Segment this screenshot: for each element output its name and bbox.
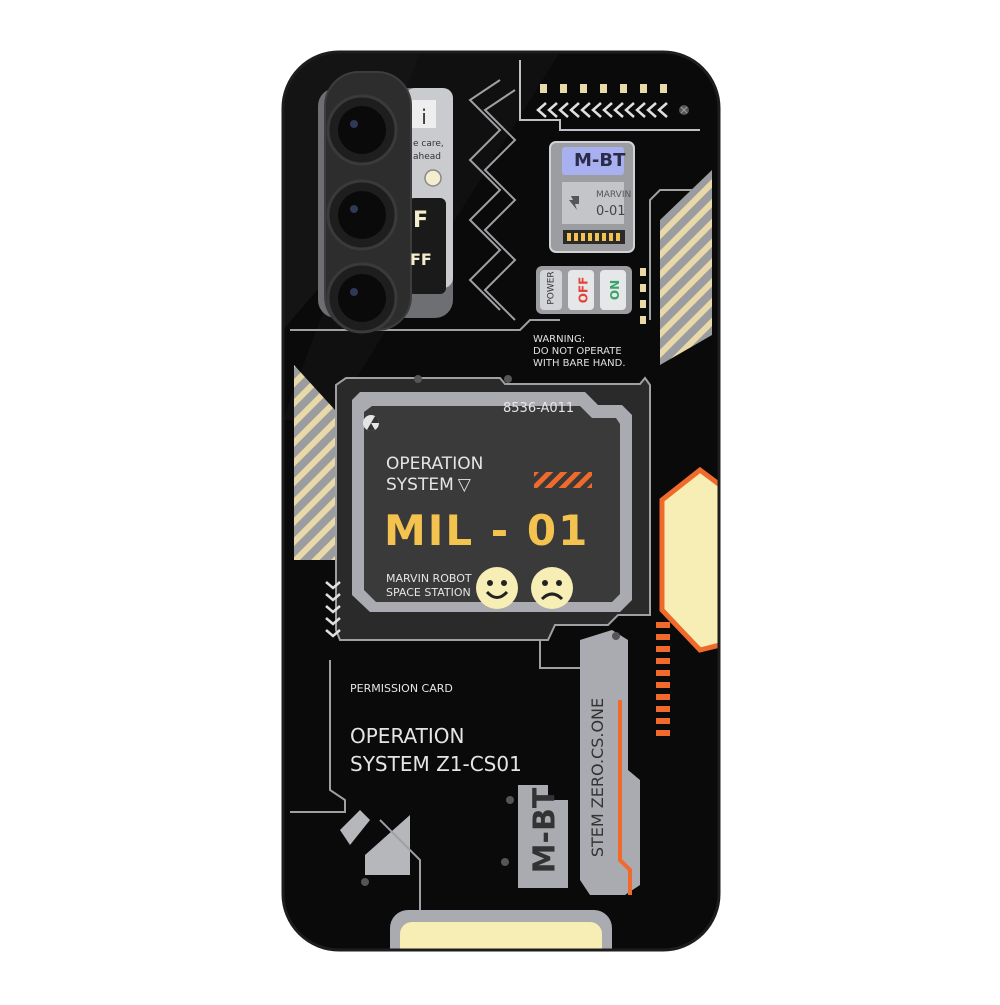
operation-system: OPERATION SYSTEM Z1-CS01	[350, 722, 522, 778]
warning-text: WARNING: DO NOT OPERATE WITH BARE HAND.	[533, 334, 626, 370]
serial-number: 8536-A011	[503, 401, 575, 416]
screw-icon	[414, 375, 422, 383]
on-switch-label: ON	[608, 279, 623, 301]
top-led-row	[540, 84, 667, 93]
panel-os-line-1: OPERATION	[386, 454, 484, 474]
triangle-down-icon: ▽	[457, 475, 471, 495]
operation-line-2: SYSTEM Z1-CS01	[350, 752, 522, 776]
chip-name-1: MARVIN	[596, 190, 632, 200]
panel-os-line-2: SYSTEM▽	[386, 475, 471, 495]
camera-module: i	[318, 71, 453, 334]
camera-lens-icon	[326, 262, 398, 334]
stem-vertical-label: STEM ZERO.CS.ONE	[588, 697, 608, 858]
mbt-chip	[549, 141, 635, 253]
radiation-icon	[363, 415, 379, 431]
warning-line-1: WARNING:	[533, 334, 586, 345]
lightning-icon	[569, 196, 579, 210]
chevron-down-icon	[325, 581, 341, 638]
sticker-digits-2: FF	[410, 250, 432, 269]
camera-lens-icon	[326, 179, 398, 251]
camera-lens-icon	[326, 94, 398, 166]
power-switch-label: POWER	[546, 271, 557, 305]
sticker-digits-1: F	[413, 208, 429, 233]
warning-line-2: DO NOT OPERATE	[533, 346, 622, 357]
model-title: MIL - 01	[384, 506, 590, 555]
stem-vertical-block	[580, 630, 640, 895]
panel-sub-line-2: SPACE STATION	[386, 586, 471, 599]
sticker-text-1: e care,	[413, 139, 444, 149]
chip-label: M-BT	[574, 150, 626, 171]
permission-card-label: PERMISSION CARD	[350, 682, 453, 695]
screw-icon	[679, 105, 689, 115]
off-switch-label: OFF	[576, 276, 591, 304]
switch-panel	[536, 266, 632, 314]
panel-sub-line-1: MARVIN ROBOT	[386, 572, 472, 585]
panel-sub: MARVIN ROBOT SPACE STATION	[386, 572, 472, 600]
mbt-vertical-block	[518, 785, 568, 888]
screw-icon	[504, 375, 512, 383]
svg-text:i: i	[421, 105, 427, 129]
screw-icon	[501, 858, 509, 866]
screw-icon	[506, 796, 514, 804]
panel-os: OPERATION SYSTEM▽	[386, 454, 483, 496]
main-panel	[364, 406, 620, 602]
happy-face-icon	[476, 567, 518, 609]
screw-icon	[612, 632, 620, 640]
mbt-vertical-label: M-BT	[527, 787, 563, 874]
chip-name-2: 0-01	[596, 204, 626, 219]
screw-icon	[361, 878, 369, 886]
operation-line-1: OPERATION	[350, 724, 465, 748]
warning-line-3: WITH BARE HAND.	[533, 358, 626, 369]
sticker-text-2: ahead	[413, 152, 441, 162]
sad-face-icon	[531, 567, 573, 609]
chevron-left-icon	[536, 102, 668, 118]
